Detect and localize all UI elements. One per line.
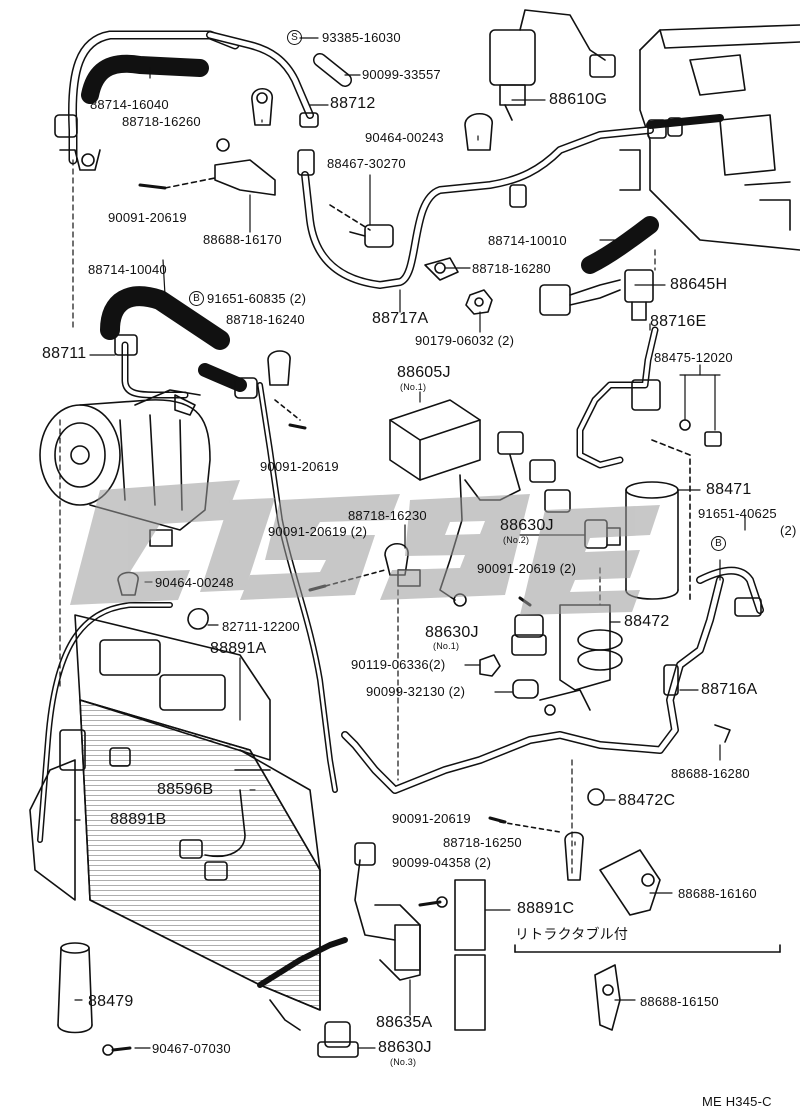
label-88472C: 88472C bbox=[618, 792, 676, 809]
label-88479: 88479 bbox=[88, 993, 134, 1010]
label-88605J: 88605J bbox=[397, 364, 451, 381]
label-90091-20619-c: 90091-20619 (2) bbox=[268, 524, 368, 539]
pipe-88716A bbox=[341, 566, 764, 794]
label-reference-code: ME H345-C bbox=[702, 1094, 772, 1109]
part-88645H bbox=[539, 269, 654, 321]
label-88630J-no1: 88630J bbox=[425, 624, 479, 641]
sensor-88596B bbox=[179, 769, 271, 881]
marker-b-upper: B bbox=[189, 291, 204, 306]
label-88688-16160: 88688-16160 bbox=[678, 886, 757, 901]
part-88467-30270 bbox=[329, 204, 394, 248]
label-retractable: リトラクタブル付 bbox=[515, 926, 629, 942]
label-90099-32130: 90099-32130 (2) bbox=[366, 684, 466, 699]
label-88716E: 88716E bbox=[650, 313, 707, 330]
label-88714-10040: 88714-10040 bbox=[88, 262, 167, 277]
label-88630J-no3: 88630J bbox=[378, 1039, 432, 1056]
label-91651-60835: 91651-60835 (2) bbox=[207, 291, 307, 306]
clamp-88718-16240 bbox=[267, 350, 307, 430]
bolt-90099-04358 bbox=[418, 896, 448, 908]
clamp-88718-16280 bbox=[424, 257, 459, 281]
label-88891C: 88891C bbox=[517, 900, 575, 917]
label-88630J-no3-sub: (No.3) bbox=[390, 1057, 417, 1067]
label-88891A: 88891A bbox=[210, 640, 267, 657]
label-88688-16150: 88688-16150 bbox=[640, 994, 719, 1009]
label-88718-16230: 88718-16230 bbox=[348, 508, 427, 523]
part-88610G bbox=[489, 9, 616, 121]
label-90464-00248: 90464-00248 bbox=[155, 575, 234, 590]
label-90464-00243: 90464-00243 bbox=[365, 130, 444, 145]
label-88605J-sub: (No.1) bbox=[400, 382, 427, 392]
label-90467-07030: 90467-07030 bbox=[152, 1041, 231, 1056]
switch-88630J-no1 bbox=[511, 614, 547, 656]
clamp-88718-16260 bbox=[251, 87, 273, 126]
label-90091-20619-a: 90091-20619 bbox=[108, 210, 187, 225]
harness-88635A bbox=[354, 842, 421, 981]
cap-88479 bbox=[57, 942, 93, 1034]
label-88891B: 88891B bbox=[110, 811, 167, 828]
label-88714-16040: 88714-16040 bbox=[90, 97, 169, 112]
label-88610G: 88610G bbox=[549, 91, 608, 108]
marker-s: S bbox=[287, 30, 302, 45]
label-90091-20619-b: 90091-20619 bbox=[260, 459, 339, 474]
label-90091-20619-d: 90091-20619 (2) bbox=[477, 561, 577, 576]
bracket-88688-16150 bbox=[514, 944, 781, 1031]
bracket-88688-16160 bbox=[599, 849, 661, 916]
label-91651-40625-qty: (2) bbox=[780, 523, 797, 538]
label-88718-16250: 88718-16250 bbox=[443, 835, 522, 850]
label-88688-16280: 88688-16280 bbox=[671, 766, 750, 781]
label-88630J-no2: 88630J bbox=[500, 517, 554, 534]
label-88718-16240: 88718-16240 bbox=[226, 312, 305, 327]
label-88630J-no2-sub: (No.2) bbox=[503, 535, 530, 545]
label-90179-06032: 90179-06032 (2) bbox=[415, 333, 515, 348]
bracket-88688-16170 bbox=[138, 138, 276, 196]
label-88717A: 88717A bbox=[372, 310, 429, 327]
bracket-88472 bbox=[539, 604, 623, 716]
label-88472: 88472 bbox=[624, 613, 670, 630]
label-90119-06336: 90119-06336(2) bbox=[351, 657, 446, 672]
clamp-88718-16250 bbox=[488, 816, 584, 881]
label-82711-12200: 82711-12200 bbox=[222, 619, 300, 634]
label-88635A: 88635A bbox=[376, 1014, 433, 1031]
label-88718-16280: 88718-16280 bbox=[472, 261, 551, 276]
watermark bbox=[70, 480, 660, 615]
label-88467-30270: 88467-30270 bbox=[327, 156, 406, 171]
clamp-90464-00243 bbox=[464, 112, 493, 151]
label-88475-12020: 88475-12020 bbox=[654, 350, 733, 365]
label-88714-10010: 88714-10010 bbox=[488, 233, 567, 248]
label-88712: 88712 bbox=[330, 95, 376, 112]
label-88630J-no1-sub: (No.1) bbox=[433, 641, 460, 651]
condenser bbox=[29, 614, 348, 1031]
label-90091-20619-e: 90091-20619 bbox=[392, 811, 471, 826]
label-88688-16170: 88688-16170 bbox=[203, 232, 282, 247]
engine-outline bbox=[619, 24, 800, 251]
label-88716A: 88716A bbox=[701, 681, 758, 698]
hose-88714-16040 bbox=[54, 30, 240, 171]
label-93385-16030: 93385-16030 bbox=[322, 30, 401, 45]
label-88718-16260: 88718-16260 bbox=[122, 114, 201, 129]
seal-88891C bbox=[454, 879, 486, 1031]
label-88711: 88711 bbox=[42, 345, 87, 362]
label-90099-04358: 90099-04358 (2) bbox=[392, 855, 492, 870]
nut-90179-06032 bbox=[465, 289, 493, 315]
label-91651-40625: 91651-40625 bbox=[698, 506, 777, 521]
label-90099-33557: 90099-33557 bbox=[362, 67, 441, 82]
switch-88630J-no3 bbox=[317, 1021, 359, 1058]
bolt-90467-07030 bbox=[102, 1044, 132, 1056]
leader-lines bbox=[59, 37, 746, 1049]
marker-b-right: B bbox=[711, 536, 726, 551]
label-88596B: 88596B bbox=[157, 781, 214, 798]
label-88645H: 88645H bbox=[670, 276, 728, 293]
pipe-88717A bbox=[297, 114, 724, 289]
hose-88714-10010 bbox=[581, 216, 659, 274]
pipe-88712 bbox=[206, 31, 352, 128]
label-88471: 88471 bbox=[706, 481, 752, 498]
